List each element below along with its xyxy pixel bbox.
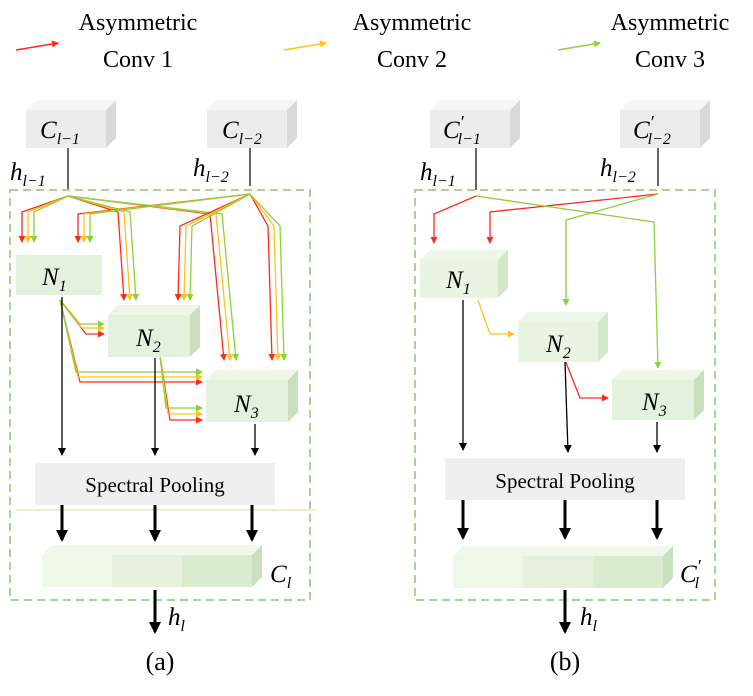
legend-conv3-line2: Conv 3	[635, 47, 705, 73]
node-1-base: N	[41, 264, 60, 291]
legend-conv2-line1: Asymmetric	[353, 10, 472, 36]
svg-text:N1: N1	[445, 267, 471, 298]
prev-cell-l-2: Cl−2	[207, 100, 297, 148]
svg-text:hl: hl	[168, 604, 186, 635]
svg-text:C′l: C′l	[680, 556, 702, 592]
node-n1: N1	[16, 255, 102, 295]
node-1-base: N	[445, 267, 464, 294]
legend-item-conv3: Asymmetric Conv 3	[557, 10, 730, 73]
output-cell-prime: ′	[697, 556, 702, 576]
pooling-label-a: Spectral Pooling	[85, 473, 225, 497]
output-cell-b: C′l	[453, 546, 702, 592]
svg-text:N3: N3	[233, 391, 259, 422]
conv3-arrow-icon	[557, 40, 601, 51]
prev-cell-2-prime: ′	[650, 112, 655, 132]
node-1-sub: 1	[463, 281, 471, 298]
input-1-sub: l−1	[433, 173, 456, 190]
svg-text:hl−2: hl−2	[193, 155, 229, 186]
legend-conv3-line1: Asymmetric	[611, 10, 730, 36]
legend-conv1-line1: Asymmetric	[79, 10, 198, 36]
spectral-pooling-a: Spectral Pooling	[35, 463, 275, 505]
prev-cell-1-base: C	[40, 117, 57, 144]
svg-text:N3: N3	[641, 389, 667, 420]
svg-text:hl−1: hl−1	[10, 159, 46, 190]
input-2-base: h	[193, 155, 206, 182]
svg-text:N2: N2	[135, 325, 161, 356]
output-base: h	[580, 604, 593, 631]
output-cell-a: Cl	[42, 545, 292, 592]
svg-text:hl−1: hl−1	[420, 159, 456, 190]
svg-text:hl−2: hl−2	[600, 155, 636, 186]
caption-b: (b)	[550, 647, 580, 676]
node-2-sub: 2	[153, 339, 161, 356]
node-n3-b: N3	[612, 370, 704, 420]
svg-text:C′l−2: C′l−2	[633, 112, 671, 148]
input-2-base: h	[600, 155, 613, 182]
spectral-pooling-b: Spectral Pooling	[445, 458, 685, 500]
svg-text:Cl−1: Cl−1	[40, 117, 80, 148]
legend: Asymmetric Conv 1 Asymmetric Conv 2 Asym…	[15, 10, 730, 73]
pooling-label-b: Spectral Pooling	[495, 469, 635, 493]
input-1-sub: l−1	[23, 173, 46, 190]
node-2-base: N	[545, 331, 564, 358]
prev-cell-1-sub: l−1	[458, 131, 481, 148]
node-n2: N2	[108, 305, 200, 357]
output-cell-sub: l	[695, 575, 700, 592]
node-2-base: N	[135, 325, 154, 352]
node-n2-b: N2	[518, 312, 608, 362]
legend-item-conv2: Asymmetric Conv 2	[283, 10, 472, 73]
legend-conv1-line2: Conv 1	[103, 47, 173, 73]
conv2-arrow-icon	[283, 40, 327, 51]
node-3-base: N	[641, 389, 660, 416]
input-1-base: h	[10, 159, 23, 186]
svg-text:C′l−1: C′l−1	[443, 112, 481, 148]
svg-text:Cl−2: Cl−2	[222, 117, 262, 148]
prev-cell-1-prime: ′	[460, 112, 465, 132]
prev-cell-1-base: C	[443, 117, 460, 144]
prev-cell-2-sub: l−2	[239, 131, 262, 148]
input-2-sub: l−2	[613, 169, 636, 186]
prev-cell-l-1-b: C′l−1	[430, 100, 520, 148]
panel-b: C′l−1 C′l−2 hl−1 hl−2 N1	[414, 100, 716, 676]
svg-text:N2: N2	[545, 331, 571, 362]
prev-cell-2-base: C	[222, 117, 239, 144]
prev-cell-1-sub: l−1	[57, 131, 80, 148]
cell-border	[9, 189, 311, 601]
input-2-sub: l−2	[206, 169, 229, 186]
input-1-base: h	[420, 159, 433, 186]
prev-cell-2-sub: l−2	[648, 131, 671, 148]
node-2-sub: 2	[563, 345, 571, 362]
node-3-base: N	[233, 391, 252, 418]
node-1-sub: 1	[59, 278, 67, 295]
output-base: h	[168, 604, 181, 631]
output-cell-base: C	[270, 561, 287, 588]
output-sub: l	[181, 618, 186, 635]
output-cell-base: C	[680, 561, 697, 588]
panel-a: Cl−1 Cl−2 hl−1 hl−2	[9, 100, 316, 676]
edges-b	[430, 193, 662, 402]
prev-cell-l-1: Cl−1	[26, 100, 116, 148]
edges-a	[18, 193, 288, 424]
caption-a: (a)	[146, 647, 175, 676]
svg-text:Cl: Cl	[270, 561, 292, 592]
svg-text:N1: N1	[41, 264, 67, 295]
legend-item-conv1: Asymmetric Conv 1	[15, 10, 198, 73]
node-3-sub: 3	[250, 405, 259, 422]
output-cell-sub: l	[287, 575, 292, 592]
conv1-arrow-icon	[15, 40, 59, 51]
legend-conv2-line2: Conv 2	[377, 47, 447, 73]
node-n1-b: N1	[420, 250, 508, 298]
svg-text:hl: hl	[580, 604, 598, 635]
node-3-sub: 3	[658, 403, 667, 420]
output-sub: l	[593, 618, 598, 635]
prev-cell-l-2-b: C′l−2	[620, 100, 710, 148]
node-n3: N3	[206, 370, 298, 422]
prev-cell-2-base: C	[633, 117, 650, 144]
